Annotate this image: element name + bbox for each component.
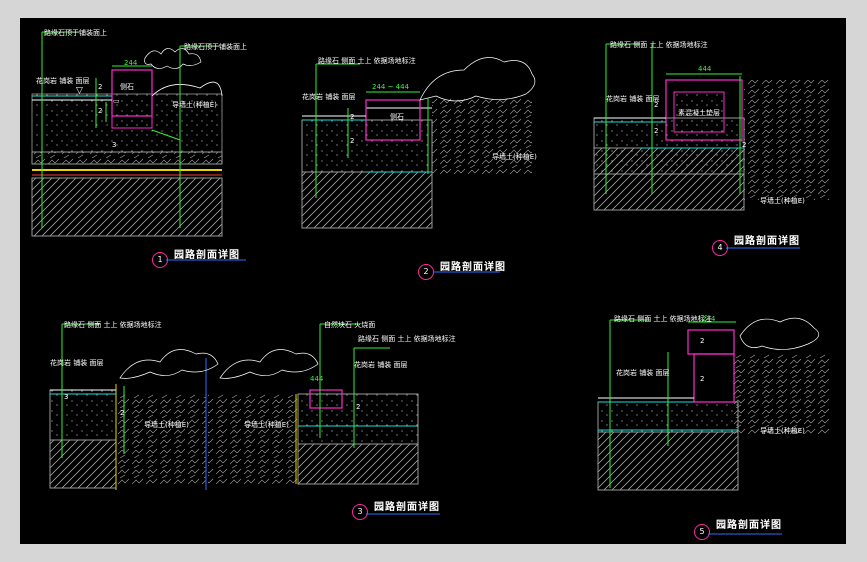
detail-5-title: 园路剖面详图	[716, 520, 782, 531]
d5-dim-2: 2	[700, 337, 705, 345]
detail-5-section	[597, 317, 830, 491]
d1-dim-2: 2	[98, 83, 103, 91]
d3-note-1: 路缘石 侧面 土上 依据场地标注	[64, 321, 162, 329]
d4-note-2: 花岗岩 铺装 面层	[606, 95, 660, 103]
d4-note-3: 素混凝土垫层	[678, 109, 720, 117]
d3-dim-1: 444	[310, 375, 324, 383]
detail-2-section	[301, 57, 536, 229]
d3-note-7: 导墙土(种植E)	[244, 421, 289, 429]
detail-2-number-bubble: 2	[418, 264, 434, 280]
d3-note-3: 自然块石 火烧面	[324, 321, 376, 329]
d2-dim-1: 244 ~ 444	[372, 83, 410, 91]
d1-dim-4: 3	[112, 141, 117, 149]
detail-1-number-bubble: 1	[152, 252, 168, 268]
d1-note-3: 花岗岩 铺装 面层	[36, 77, 90, 85]
d5-dim-1: 244	[702, 315, 716, 323]
cad-drawing-canvas: ▽ ▭	[20, 18, 846, 544]
d4-dim-2: 2	[654, 101, 659, 109]
title-underlines	[166, 247, 800, 535]
d2-note-1: 路缘石 侧面 土上 依据场地标注	[318, 57, 416, 65]
d5-note-1: 路缘石 侧面 土上 依据场地标注	[614, 315, 712, 323]
d2-note-2: 花岗岩 铺装 面层	[302, 93, 356, 101]
detail-1-section: ▽ ▭	[31, 31, 223, 237]
d2-dim-2: 2	[350, 113, 355, 121]
d3-note-2: 花岗岩 铺装 面层	[50, 359, 104, 367]
d3-note-6: 导墙土(种植E)	[144, 421, 189, 429]
d4-dim-4: 2	[742, 141, 747, 149]
d3-note-4: 路缘石 侧面 土上 依据场地标注	[358, 335, 456, 343]
detail-3-number-bubble: 3	[352, 504, 368, 520]
d1-dim-3: 2	[98, 107, 103, 115]
detail-1-title: 园路剖面详图	[174, 250, 240, 261]
drawing-linework: ▽ ▭	[31, 31, 830, 535]
d5-note-3: 导墙土(种植E)	[760, 427, 805, 435]
d2-note-4: 导墙土(种植E)	[492, 153, 537, 161]
svg-text:▭: ▭	[113, 97, 120, 105]
d1-dim-1: 244	[124, 59, 138, 67]
d5-note-2: 花岗岩 铺装 面层	[616, 369, 670, 377]
d1-note-4: 侧石	[120, 83, 134, 91]
svg-text:▽: ▽	[76, 86, 83, 96]
detail-5-number-bubble: 5	[694, 524, 710, 540]
d3-dim-3: 2	[120, 409, 125, 417]
d3-dim-4: 2	[356, 403, 361, 411]
d4-note-1: 路缘石 侧面 土上 依据场地标注	[610, 41, 708, 49]
d2-note-3: 侧石	[390, 113, 404, 121]
detail-4-title: 园路剖面详图	[734, 236, 800, 247]
d1-note-2: 路缘石顶于铺装面上	[184, 43, 247, 51]
d5-dim-3: 2	[700, 375, 705, 383]
detail-3-title: 园路剖面详图	[374, 502, 440, 513]
d1-note-1: 路缘石顶于铺装面上	[44, 29, 107, 37]
detail-3-section	[49, 323, 419, 490]
detail-4-section	[593, 43, 830, 211]
detail-4-number-bubble: 4	[712, 240, 728, 256]
d2-dim-3: 2	[350, 137, 355, 145]
d3-dim-2: 3	[64, 393, 69, 401]
d4-dim-1: 444	[698, 65, 712, 73]
d4-dim-3: 2	[654, 127, 659, 135]
d3-note-5: 花岗岩 铺装 面层	[354, 361, 408, 369]
detail-2-title: 园路剖面详图	[440, 262, 506, 273]
d1-note-5: 导墙土(种植E)	[172, 101, 217, 109]
d4-note-4: 导墙土(种植E)	[760, 197, 805, 205]
